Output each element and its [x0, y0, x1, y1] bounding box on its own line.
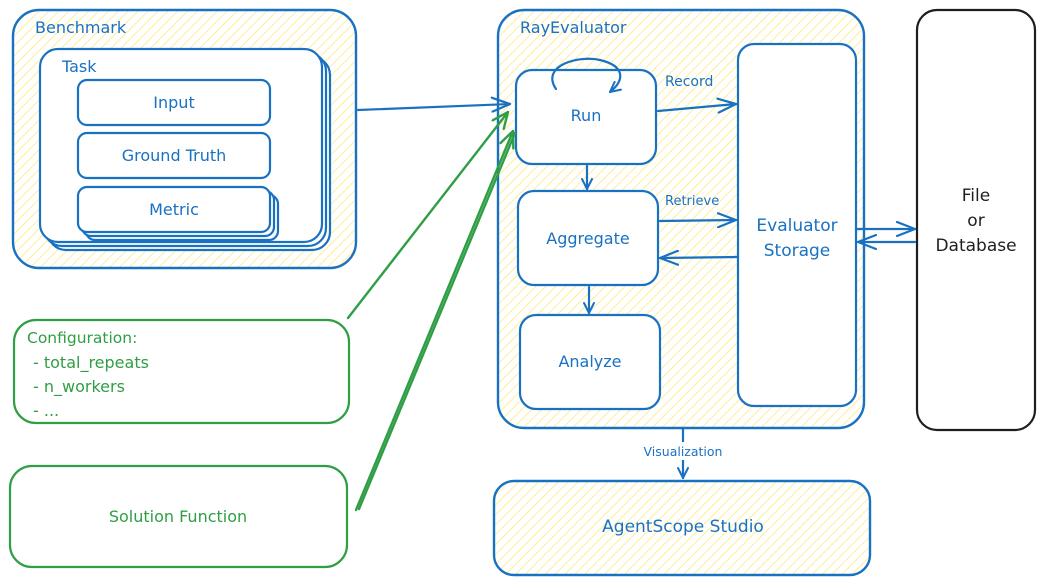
evaluator-storage-label-line2: Storage [764, 241, 831, 261]
solution-group: Solution Function [8, 464, 349, 569]
agentscope-studio-label: AgentScope Studio [602, 517, 764, 537]
run-label: Run [571, 106, 602, 125]
record-label: Record [665, 74, 713, 90]
solution-function-box [8, 464, 349, 569]
file-database-group: File or Database [915, 8, 1037, 432]
evaluator-storage-box [736, 42, 858, 408]
input-box [76, 78, 272, 127]
run-loop-arrow [551, 57, 620, 92]
ray-evaluator-title: RayEvaluator [520, 18, 627, 37]
analyze-label: Analyze [558, 352, 621, 371]
file-database-line2: or [967, 211, 984, 231]
ray-evaluator-group: RayEvaluator Run Aggregate Analyze Evalu… [496, 8, 866, 430]
configuration-item: - n_workers [33, 377, 125, 397]
analyze-box [518, 313, 662, 411]
retrieve-request-arrow [658, 220, 736, 221]
configuration-item: - total_repeats [33, 353, 149, 373]
solution-to-run-arrow [354, 131, 513, 512]
configuration-item: - ... [33, 401, 59, 420]
agentscope-studio-box [492, 479, 872, 577]
benchmark-to-run-arrow [356, 104, 510, 110]
file-database-line3: Database [935, 236, 1016, 256]
task-title: Task [61, 57, 97, 76]
file-database-line1: File [962, 186, 990, 206]
input-label: Input [153, 93, 194, 112]
agentscope-studio-group: AgentScope Studio [492, 479, 872, 577]
solution-function-label: Solution Function [109, 507, 247, 526]
retrieve-label: Retrieve [665, 194, 719, 209]
configuration-box [12, 318, 351, 425]
run-box [514, 68, 658, 166]
visualization-label-bg [630, 442, 736, 460]
evaluator-storage-label-line1: Evaluator [756, 216, 837, 236]
ground-truth-box [76, 131, 272, 180]
record-arrow [656, 104, 736, 111]
configuration-title: Configuration: [27, 329, 137, 347]
benchmark-title: Benchmark [35, 18, 127, 37]
metric-label: Metric [149, 200, 199, 219]
configuration-group: Configuration: - total_repeats - n_worke… [12, 318, 351, 425]
file-database-box [915, 8, 1037, 432]
configuration-to-run-arrow [346, 112, 508, 320]
ground-truth-label: Ground Truth [122, 146, 227, 165]
benchmark-group: Benchmark Task Input Ground Truth Metric [11, 8, 358, 270]
retrieve-response-arrow [660, 257, 740, 258]
solution-to-run-arrow-sketch [357, 131, 517, 511]
visualization-label: Visualization [644, 444, 723, 459]
metric-box [76, 185, 272, 234]
aggregate-box [516, 189, 660, 287]
aggregate-label: Aggregate [546, 229, 629, 248]
